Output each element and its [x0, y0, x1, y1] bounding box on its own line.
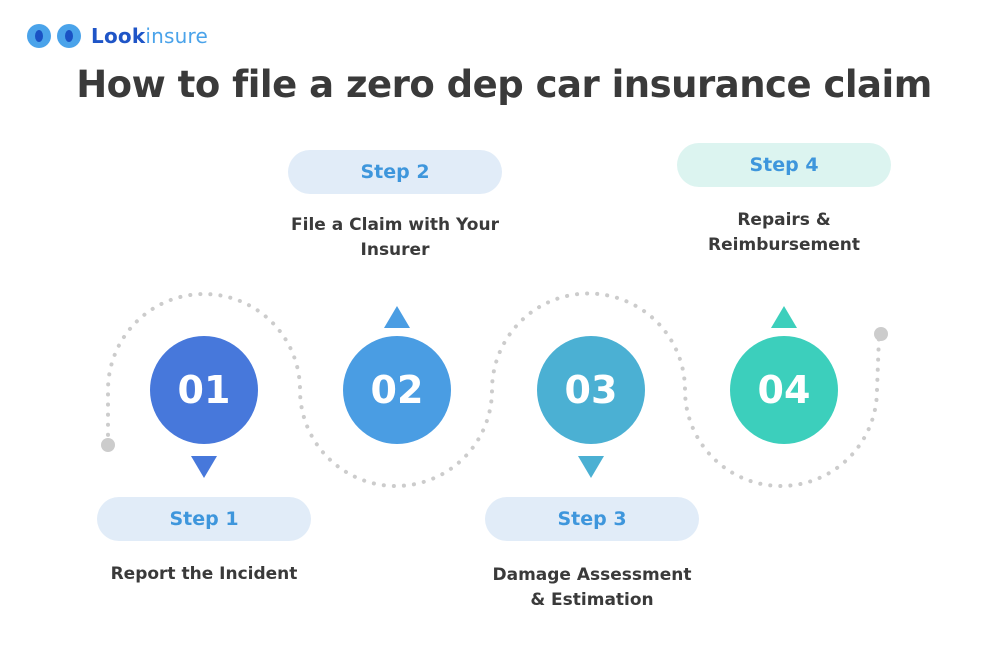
- step-1-description-line-1: Report the Incident: [110, 564, 298, 584]
- two-eyes-logo-icon: [27, 22, 83, 50]
- brand-name: Lookinsure: [91, 24, 208, 48]
- brand-logo[interactable]: Lookinsure: [27, 22, 208, 50]
- step-3-description-line-1: Damage Assessment: [492, 565, 692, 585]
- step-3-arrow-down-icon: [578, 456, 604, 478]
- step-2-label-pill: Step 2: [288, 150, 502, 194]
- step-3-number: 03: [564, 368, 618, 412]
- step-4-arrow-up-icon: [771, 306, 797, 328]
- step-3-label-pill: Step 3: [485, 497, 699, 541]
- brand-name-part1: Look: [91, 24, 146, 48]
- step-4-description-line-2: Reimbursement: [708, 235, 860, 255]
- step-1-description: Report the Incident: [74, 562, 334, 587]
- step-2-description-line-2: Insurer: [360, 240, 430, 260]
- step-3-label: Step 3: [557, 508, 627, 530]
- step-2-description-line-1: File a Claim with Your: [291, 215, 499, 235]
- step-1-label: Step 1: [169, 508, 239, 530]
- step-4-description-line-1: Repairs &: [737, 210, 831, 230]
- step-4-number-circle: 04: [730, 336, 838, 444]
- step-2-label: Step 2: [360, 161, 430, 183]
- step-1-arrow-down-icon: [191, 456, 217, 478]
- step-2-arrow-up-icon: [384, 306, 410, 328]
- step-1-number: 01: [177, 368, 231, 412]
- path-start-node: [101, 438, 115, 452]
- step-1-label-pill: Step 1: [97, 497, 311, 541]
- step-3-description-line-2: & Estimation: [530, 590, 654, 610]
- logo-eye-right: [57, 24, 81, 48]
- step-2-number: 02: [370, 368, 424, 412]
- step-4-number: 04: [757, 368, 811, 412]
- step-1-number-circle: 01: [150, 336, 258, 444]
- step-4-label: Step 4: [749, 154, 819, 176]
- step-3-number-circle: 03: [537, 336, 645, 444]
- step-2-description: File a Claim with Your Insurer: [265, 213, 525, 263]
- logo-eye-left: [27, 24, 51, 48]
- step-4-description: Repairs & Reimbursement: [654, 208, 914, 258]
- step-3-description: Damage Assessment & Estimation: [462, 563, 722, 613]
- step-4-label-pill: Step 4: [677, 143, 891, 187]
- step-2-number-circle: 02: [343, 336, 451, 444]
- brand-name-part2: insure: [145, 24, 208, 48]
- dotted-connector-path: [106, 291, 881, 488]
- path-end-node: [874, 327, 888, 341]
- page-title: How to file a zero dep car insurance cla…: [76, 63, 932, 106]
